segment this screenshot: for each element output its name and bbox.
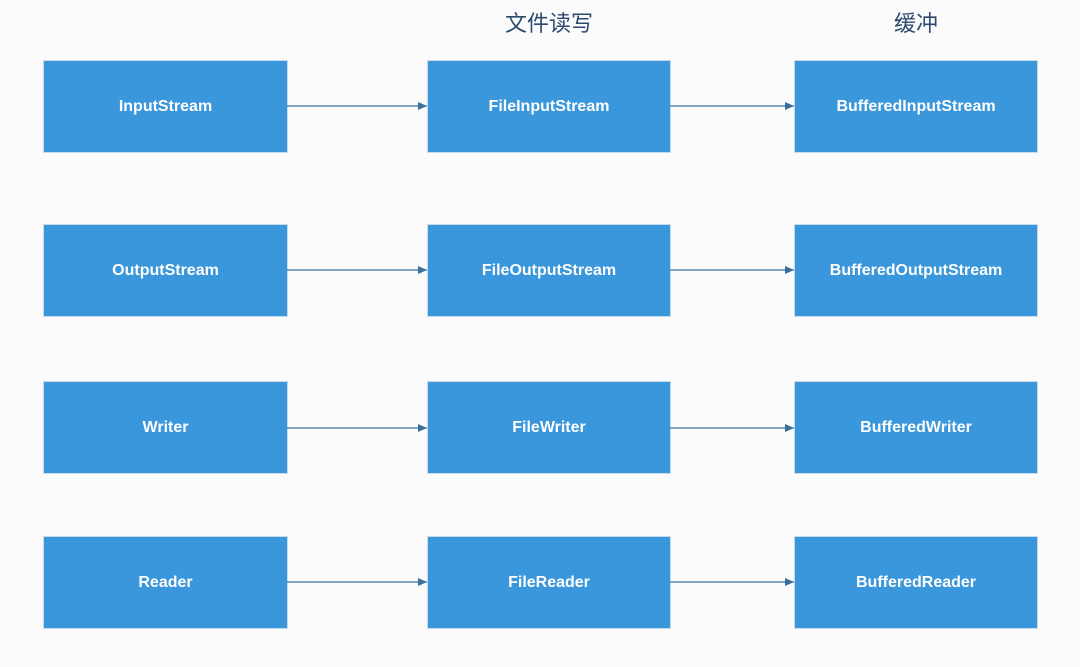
node-filewriter: FileWriter xyxy=(428,382,670,473)
node-bufferedreader: BufferedReader xyxy=(795,537,1037,628)
node-bufferedoutputstream: BufferedOutputStream xyxy=(795,225,1037,316)
node-bufferedinputstream: BufferedInputStream xyxy=(795,61,1037,152)
node-inputstream: InputStream xyxy=(44,61,287,152)
header-file-rw: 文件读写 xyxy=(504,12,593,37)
node-filereader: FileReader xyxy=(428,537,670,628)
node-outputstream: OutputStream xyxy=(44,225,287,316)
node-reader: Reader xyxy=(44,537,287,628)
node-writer: Writer xyxy=(44,382,287,473)
node-bufferedwriter: BufferedWriter xyxy=(795,382,1037,473)
node-fileinputstream: FileInputStream xyxy=(428,61,670,152)
header-buffer: 缓冲 xyxy=(893,12,938,37)
node-fileoutputstream: FileOutputStream xyxy=(428,225,670,316)
